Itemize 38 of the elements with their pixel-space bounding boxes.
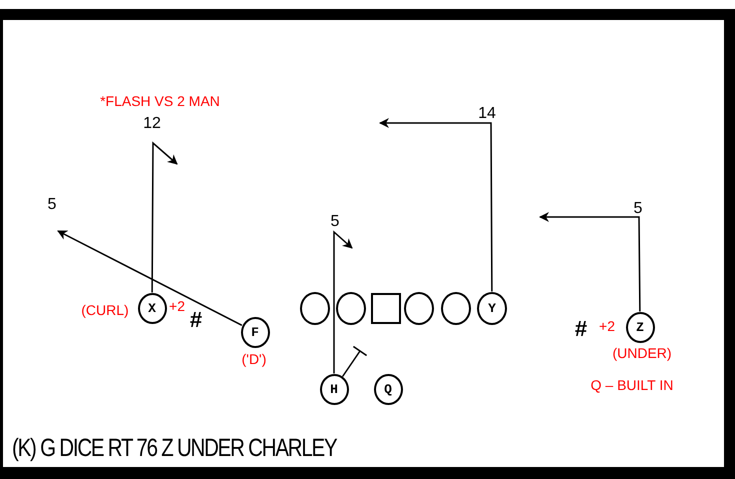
player-circle xyxy=(138,292,166,324)
hash-mark: # xyxy=(574,318,588,340)
lineman-circle xyxy=(300,292,330,324)
player-note: (CURL) xyxy=(81,303,129,317)
player-note: ('D') xyxy=(242,352,266,366)
player-note: (UNDER) xyxy=(612,346,672,360)
player-letter: X xyxy=(148,302,156,314)
route-arrow xyxy=(539,212,641,312)
route-depth: 5 xyxy=(330,214,340,230)
route-depth: 5 xyxy=(634,201,642,217)
player-circle xyxy=(320,374,348,404)
route-arrow xyxy=(379,118,493,292)
player-circle xyxy=(240,316,270,348)
lineman-circle xyxy=(336,292,366,324)
note-text: *FLASH VS 2 MAN xyxy=(100,94,220,108)
lineman-circle xyxy=(404,292,434,324)
route-depth: 14 xyxy=(478,106,496,122)
lineman-circle xyxy=(441,292,471,324)
player-letter: Q xyxy=(384,382,392,396)
route-arrow xyxy=(333,230,353,374)
player-letter: F xyxy=(251,326,259,338)
player-note: +2 xyxy=(599,319,615,333)
player-letter: H xyxy=(330,382,338,396)
block-line xyxy=(342,346,368,377)
route-depth: 12 xyxy=(143,116,161,132)
route-depth: 5 xyxy=(48,197,56,213)
player-circle xyxy=(626,312,654,342)
player-circle xyxy=(477,292,507,324)
route-arrow xyxy=(57,230,242,326)
play-caption: (K) G DICE RT 76 Z UNDER CHARLEY xyxy=(12,436,336,461)
player-letter: Z xyxy=(636,320,644,334)
player-note: +2 xyxy=(169,299,185,313)
player-letter: Y xyxy=(488,302,496,314)
center-square xyxy=(371,292,401,324)
note-text: Q – BUILT IN xyxy=(590,378,674,392)
player-circle xyxy=(374,374,402,404)
hash-mark: # xyxy=(190,309,202,331)
route-arrow xyxy=(151,141,178,292)
